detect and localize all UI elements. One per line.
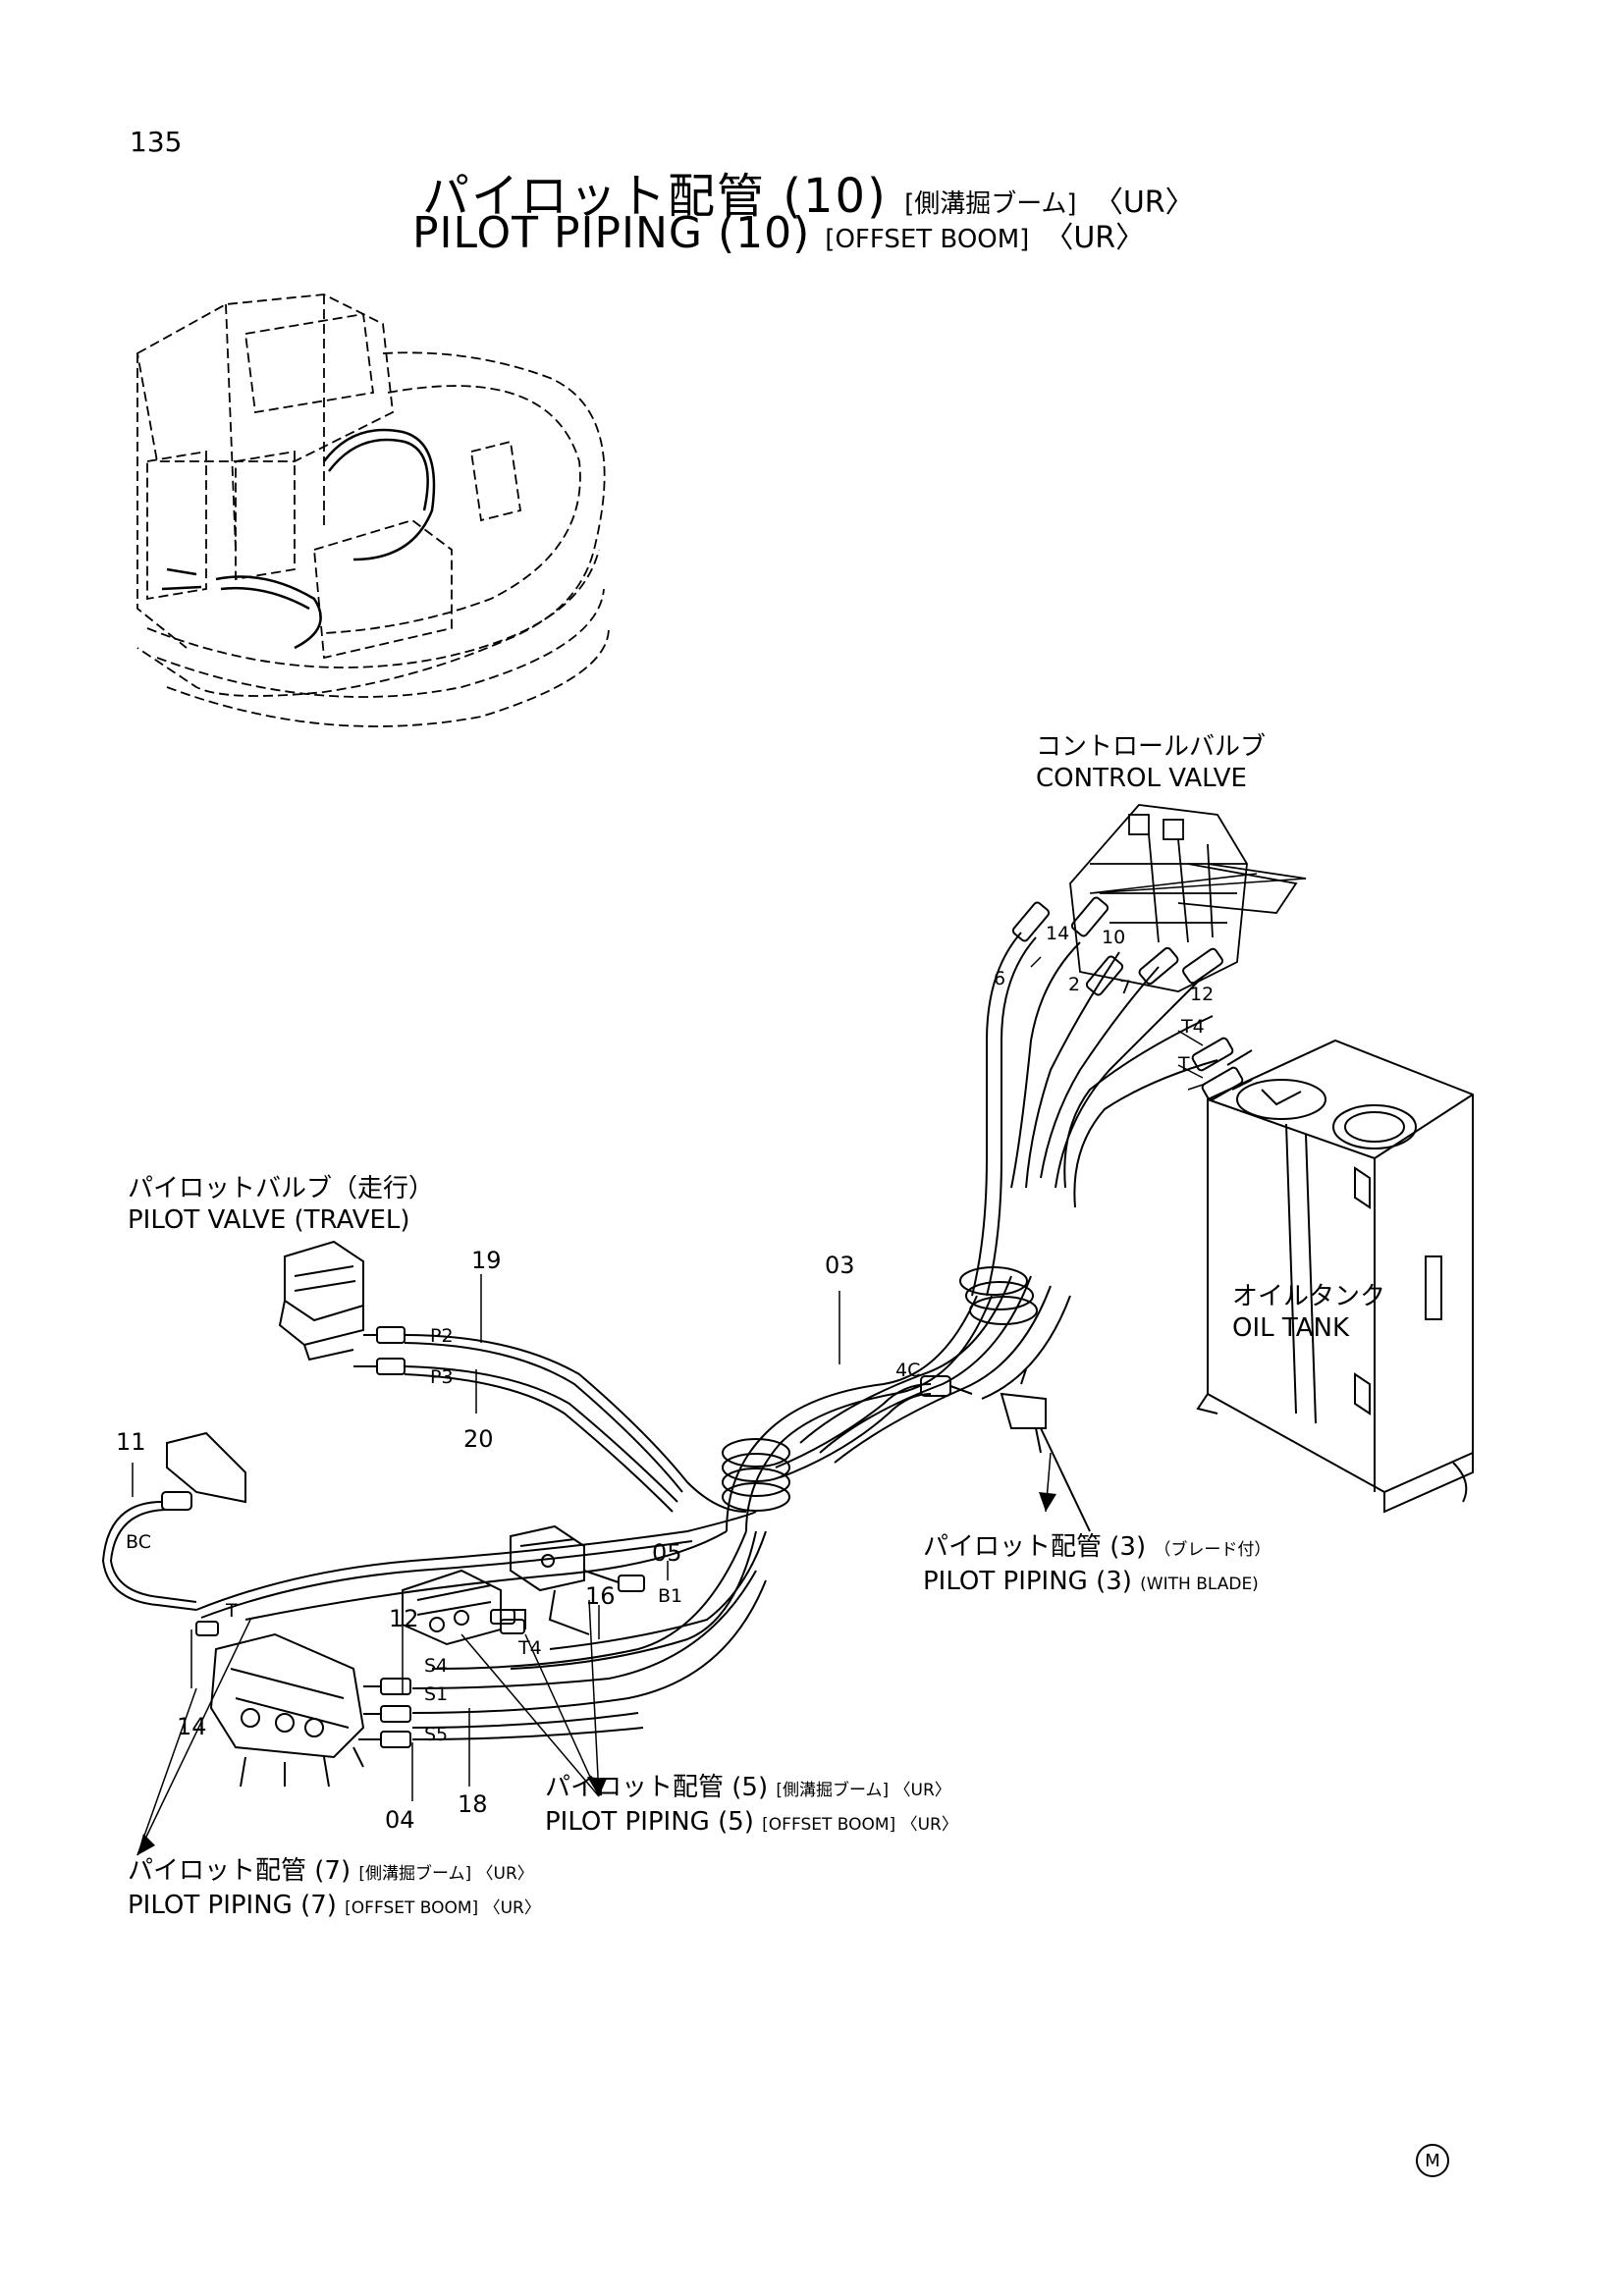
pp3-en-sub: (WITH BLADE) <box>1140 1575 1259 1594</box>
control-valve-drawing <box>1069 804 1307 992</box>
ref-03: 03 <box>825 1252 855 1279</box>
manifold-left <box>195 1621 411 1788</box>
pilot-hoses-p2-p3 <box>404 1334 747 1513</box>
ref-t-top: T <box>1178 1053 1190 1075</box>
pp3-jp-sub: （ブレード付） <box>1154 1540 1271 1560</box>
ref-14-top: 14 <box>1046 923 1070 944</box>
pp7-en-sub: [OFFSET BOOM] 〈UR〉 <box>345 1898 541 1918</box>
excavator-illustration <box>135 294 610 727</box>
ref-05: 05 <box>652 1539 682 1567</box>
hose-bundle-03 <box>722 932 1218 1532</box>
pilot-valve-travel-drawing <box>278 1240 406 1375</box>
pp5-en: PILOT PIPING (5) <box>545 1807 754 1837</box>
ref-19: 19 <box>471 1247 502 1274</box>
ref-bc: BC <box>126 1531 151 1553</box>
pp5-jp-sub: [側溝掘ブーム] 〈UR〉 <box>776 1781 951 1800</box>
pp3-jp: パイロット配管 (3) <box>923 1532 1147 1562</box>
ref-b1: B1 <box>658 1585 683 1607</box>
title-en-bracket: [OFFSET BOOM] <box>825 225 1030 254</box>
bracket-11 <box>101 1431 246 1611</box>
ref-p2: P2 <box>430 1325 454 1347</box>
ref-s1: S1 <box>424 1683 449 1705</box>
pp7-jp-sub: [側溝掘ブーム] 〈UR〉 <box>358 1864 534 1884</box>
ref-t4-bottom: T4 <box>518 1637 542 1659</box>
ref-04: 04 <box>385 1806 415 1834</box>
oil-tank-label-jp: オイルタンク <box>1232 1282 1386 1311</box>
lower-hoses <box>195 1511 767 1740</box>
title-jp-main: パイロット配管 (10) <box>422 169 888 224</box>
m-mark-icon: M <box>1416 2144 1449 2177</box>
cab-hoses <box>161 428 436 650</box>
pp7-en: PILOT PIPING (7) <box>128 1891 337 1920</box>
pilot-valve-label: パイロットバルブ（走行） PILOT VALVE (TRAVEL) <box>128 1173 434 1236</box>
title-en-ur: 〈UR〉 <box>1044 221 1146 255</box>
title-en-main: PILOT PIPING (10) <box>412 208 811 258</box>
page-title-jp: パイロット配管 (10) [側溝掘ブーム] 〈UR〉 <box>422 157 1195 226</box>
ref-12-top: 12 <box>1190 984 1215 1005</box>
pilot-piping-5-label: パイロット配管 (5) [側溝掘ブーム] 〈UR〉 PILOT PIPING (… <box>545 1772 958 1841</box>
ref-10: 10 <box>1102 927 1126 948</box>
ref-16: 16 <box>585 1582 616 1610</box>
ref-12-bottom: 12 <box>389 1605 419 1632</box>
control-valve-label-en: CONTROL VALVE <box>1036 764 1247 793</box>
ref-20: 20 <box>463 1425 494 1453</box>
title-jp-ur: 〈UR〉 <box>1093 186 1195 220</box>
control-valve-label: コントロールバルブ CONTROL VALVE <box>1036 731 1266 794</box>
ref-14-bottom: 14 <box>177 1713 207 1740</box>
ref-p3: P3 <box>430 1366 454 1388</box>
title-jp-bracket: [側溝掘ブーム] <box>904 189 1077 219</box>
control-valve-fittings <box>1011 896 1253 1101</box>
pp5-en-sub: [OFFSET BOOM] 〈UR〉 <box>762 1815 958 1835</box>
pp5-jp: パイロット配管 (5) <box>545 1773 769 1802</box>
ref-t4-top: T4 <box>1181 1016 1205 1038</box>
ref-2: 2 <box>1068 974 1081 995</box>
oil-tank-label: オイルタンク OIL TANK <box>1232 1281 1385 1344</box>
manifold-center <box>402 1569 526 1646</box>
pilot-valve-label-jp: パイロットバルブ（走行） <box>128 1174 435 1203</box>
ref-11: 11 <box>116 1428 146 1456</box>
pilot-valve-label-en: PILOT VALVE (TRAVEL) <box>128 1205 410 1235</box>
ref-t-bottom: T <box>226 1600 238 1622</box>
valve-05 <box>490 1524 645 1635</box>
pp3-en: PILOT PIPING (3) <box>923 1567 1132 1596</box>
pilot-piping-3-label: パイロット配管 (3) （ブレード付） PILOT PIPING (3) (WI… <box>923 1531 1271 1600</box>
leader-lines <box>132 873 1307 1856</box>
pp7-jp: パイロット配管 (7) <box>128 1856 352 1886</box>
control-valve-label-jp: コントロールバルブ <box>1036 732 1267 762</box>
arrowheads <box>137 1492 1056 1855</box>
ref-s5: S5 <box>424 1724 449 1745</box>
ref-18: 18 <box>458 1790 488 1818</box>
oil-tank-drawing <box>1196 1039 1474 1514</box>
ref-6: 6 <box>994 968 1006 989</box>
page-title-en: PILOT PIPING (10) [OFFSET BOOM] 〈UR〉 <box>412 208 1145 258</box>
ref-7: 7 <box>1119 977 1132 998</box>
oil-tank-label-en: OIL TANK <box>1232 1313 1350 1343</box>
ref-4c: 4C <box>895 1360 921 1381</box>
page-number: 135 <box>130 126 183 158</box>
ref-s4: S4 <box>424 1655 449 1677</box>
pilot-piping-7-label: パイロット配管 (7) [側溝掘ブーム] 〈UR〉 PILOT PIPING (… <box>128 1855 541 1924</box>
hose-4c <box>775 1368 1091 1532</box>
